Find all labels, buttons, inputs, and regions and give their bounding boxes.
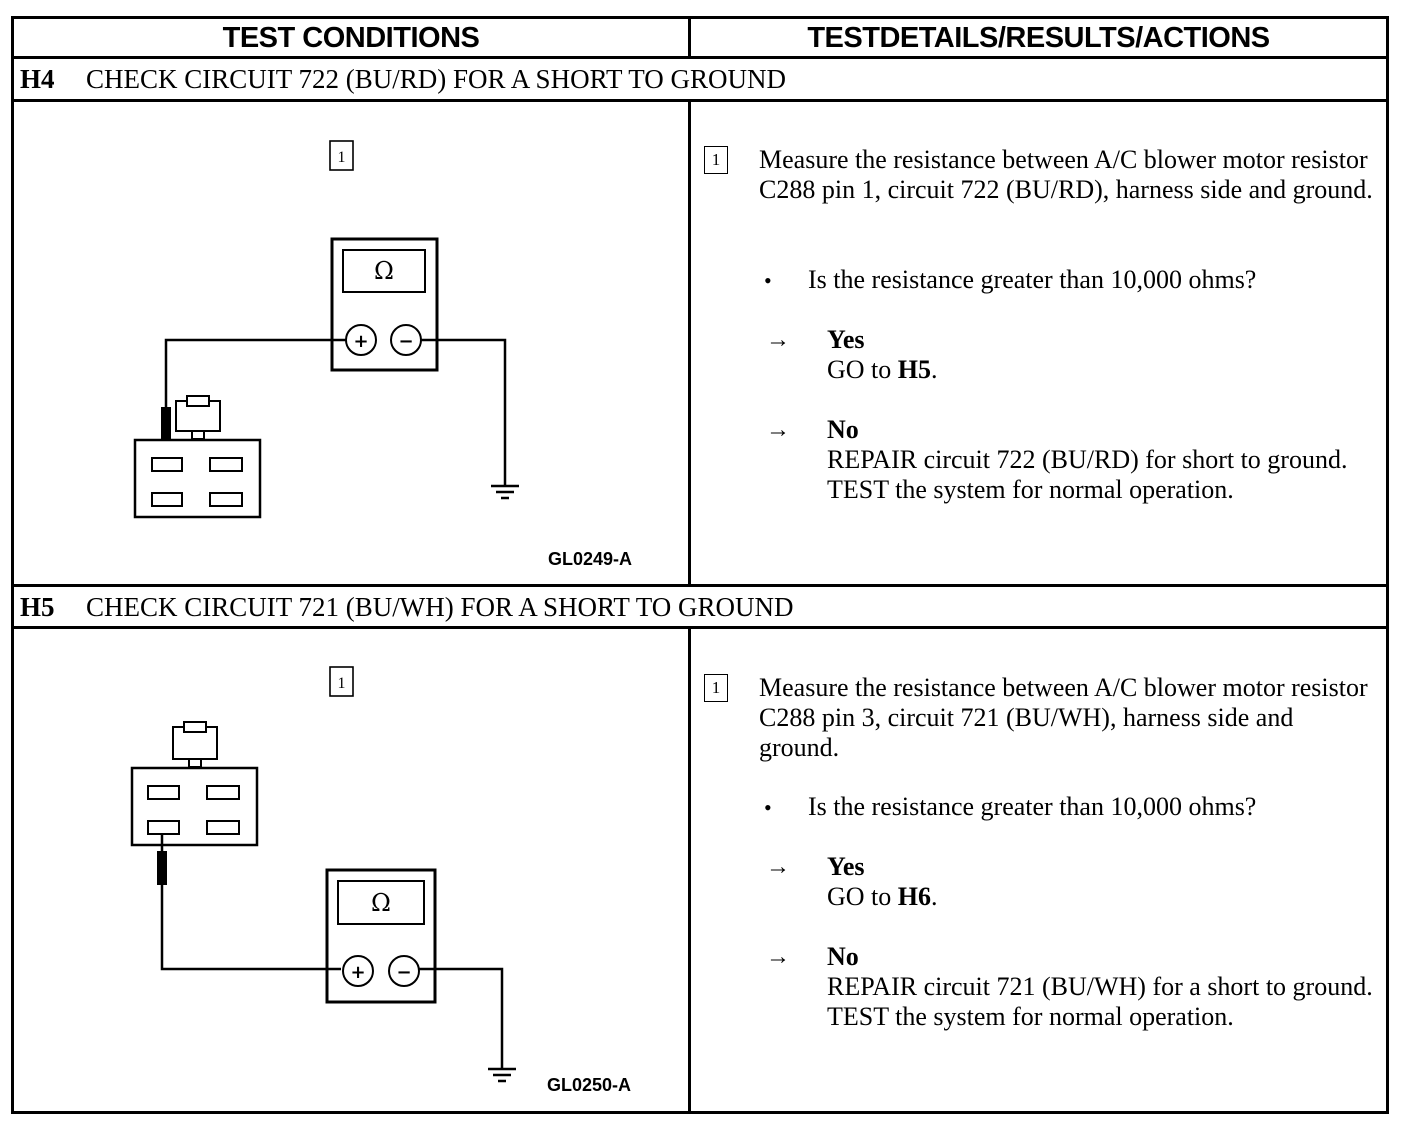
divider-column-h5 [688,626,691,1114]
bullet: • [764,268,772,293]
step-number-box: 1 [704,146,728,174]
next-step-link[interactable]: H5 [897,355,932,384]
section-title-text: CHECK CIRCUIT 721 (BU/WH) FOR A SHORT TO… [86,592,794,622]
no-action: REPAIR circuit 721 (BU/WH) for a short t… [827,972,1373,1031]
probe-tip [161,407,171,439]
measure-instruction: Measure the resistance between A/C blowe… [759,673,1368,762]
arrow-icon: → [766,327,790,353]
column-header-test-conditions: TEST CONDITIONS [222,22,480,54]
yes-label: Yes [827,325,865,354]
no-action: REPAIR circuit 722 (BU/RD) for short to … [827,445,1348,504]
column-header-test-details: TESTDETAILS/RESULTS/ACTIONS [807,22,1270,54]
question: Is the resistance greater than 10,000 oh… [808,792,1257,821]
ohmmeter-display [337,880,425,925]
connector-c288 [130,721,259,847]
step-marker-number: 1 [338,675,346,692]
negative-lead [419,967,504,1069]
result-yes: Yes GO to H6. [827,852,1387,912]
negative-lead [421,338,507,486]
positive-terminal-label: + [353,331,368,352]
arrow-icon: → [766,944,790,970]
measure-instruction: Measure the resistance between A/C blowe… [759,145,1373,204]
ohmmeter-body [325,868,437,1004]
positive-lead [164,338,346,427]
divider-column-h4 [688,99,691,587]
details-h4: 1 Measure the resistance between A/C blo… [691,102,1386,584]
ohmmeter-diagram: 1 Ω + − [133,140,519,519]
ohmmeter-display [342,249,426,293]
result-no: No REPAIR circuit 721 (BU/WH) for a shor… [827,942,1387,1032]
section-title-h4: H4 CHECK CIRCUIT 722 (BU/RD) FOR A SHORT … [20,59,786,99]
diagram-h5: 1 Ω + − GL0250-A [14,629,688,1111]
positive-lead [160,834,341,971]
negative-terminal-label: − [398,331,413,352]
diagram-h4: 1 Ω + − GL0249-A [14,102,688,584]
step-marker-number: 1 [338,149,346,166]
divider-h4-end [11,584,1389,587]
yes-label: Yes [827,852,865,881]
result-yes: Yes GO to H5. [827,325,1387,385]
ground-symbol [491,484,519,500]
figure-id: GL0249-A [548,549,633,569]
result-no: No REPAIR circuit 722 (BU/RD) for short … [827,415,1387,505]
bullet: • [764,795,772,820]
arrow-icon: → [766,854,790,880]
positive-terminal [342,955,374,987]
test-table-frame [11,16,1389,1114]
step-marker-box [329,666,354,697]
no-label: No [827,415,859,444]
section-title-h5: H5 CHECK CIRCUIT 721 (BU/WH) FOR A SHORT … [20,587,793,627]
divider-header [11,56,1389,59]
yes-action: GO to H6. [827,882,938,911]
ohmmeter-diagram: 1 Ω + − [130,666,516,1083]
step-number-box: 1 [704,674,728,702]
connector-c288 [133,395,262,519]
ohm-symbol: Ω [371,889,391,917]
divider-h5-title [11,626,1389,629]
question: Is the resistance greater than 10,000 oh… [808,265,1257,294]
no-label: No [827,942,859,971]
divider-h4-title [11,99,1389,102]
ohmmeter-body [330,237,439,372]
arrow-icon: → [766,417,790,443]
divider-column-header [688,16,691,59]
yes-action: GO to H5. [827,355,938,384]
figure-id: GL0250-A [547,1075,632,1095]
section-id: H5 [20,592,55,622]
positive-terminal-label: + [350,962,365,983]
ground-symbol [488,1067,516,1083]
ohm-symbol: Ω [374,257,394,285]
negative-terminal-label: − [396,962,411,983]
section-id: H4 [20,64,55,94]
details-h5: 1 Measure the resistance between A/C blo… [691,629,1386,1111]
negative-terminal [388,955,420,987]
probe-tip [157,851,167,885]
step-marker-box [329,140,354,171]
next-step-link[interactable]: H6 [897,882,932,911]
section-title-text: CHECK CIRCUIT 722 (BU/RD) FOR A SHORT TO… [86,64,786,94]
